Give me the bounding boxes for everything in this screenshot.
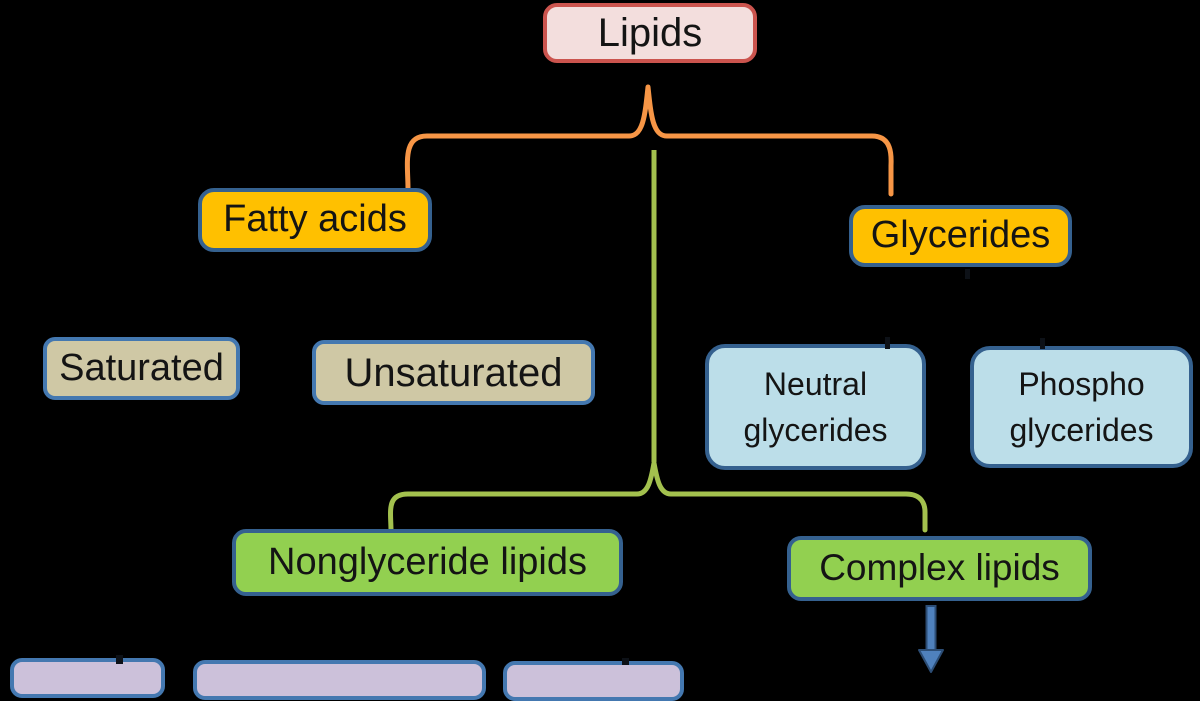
node-fatty-acids-label: Fatty acids [223, 198, 407, 241]
node-lipids-label: Lipids [597, 11, 703, 55]
node-lipids: Lipids [543, 3, 757, 63]
lipids-classification-diagram: Lipids Fatty acids Glycerides Saturated … [10, 3, 1193, 701]
node-phospho-glycerides-label: Phospho glycerides [1009, 365, 1154, 448]
partial-node-3 [503, 661, 684, 701]
node-nonglyceride-lipids: Nonglyceride lipids [232, 529, 623, 596]
node-fatty-acids: Fatty acids [198, 188, 432, 252]
green-brace-connector [388, 460, 928, 534]
node-glycerides: Glycerides [849, 205, 1072, 267]
node-unsaturated-label: Unsaturated [344, 350, 563, 395]
down-arrow-icon [918, 649, 944, 673]
orange-brace-connector [404, 84, 894, 197]
down-arrow-shaft [925, 605, 937, 653]
connector-stub-glycerides [965, 269, 970, 279]
node-saturated-label: Saturated [59, 346, 224, 389]
partial-node-2 [193, 660, 486, 700]
node-complex-lipids: Complex lipids [787, 536, 1092, 601]
node-complex-lipids-label: Complex lipids [819, 547, 1060, 589]
node-phospho-glycerides: Phospho glycerides [970, 346, 1193, 468]
node-neutral-glycerides: Neutral glycerides [705, 344, 926, 470]
node-neutral-glycerides-label: Neutral glycerides [743, 365, 888, 448]
node-glycerides-label: Glycerides [870, 214, 1051, 257]
partial-node-1 [10, 658, 165, 698]
node-saturated: Saturated [43, 337, 240, 400]
node-nonglyceride-lipids-label: Nonglyceride lipids [268, 540, 587, 583]
node-unsaturated: Unsaturated [312, 340, 595, 405]
